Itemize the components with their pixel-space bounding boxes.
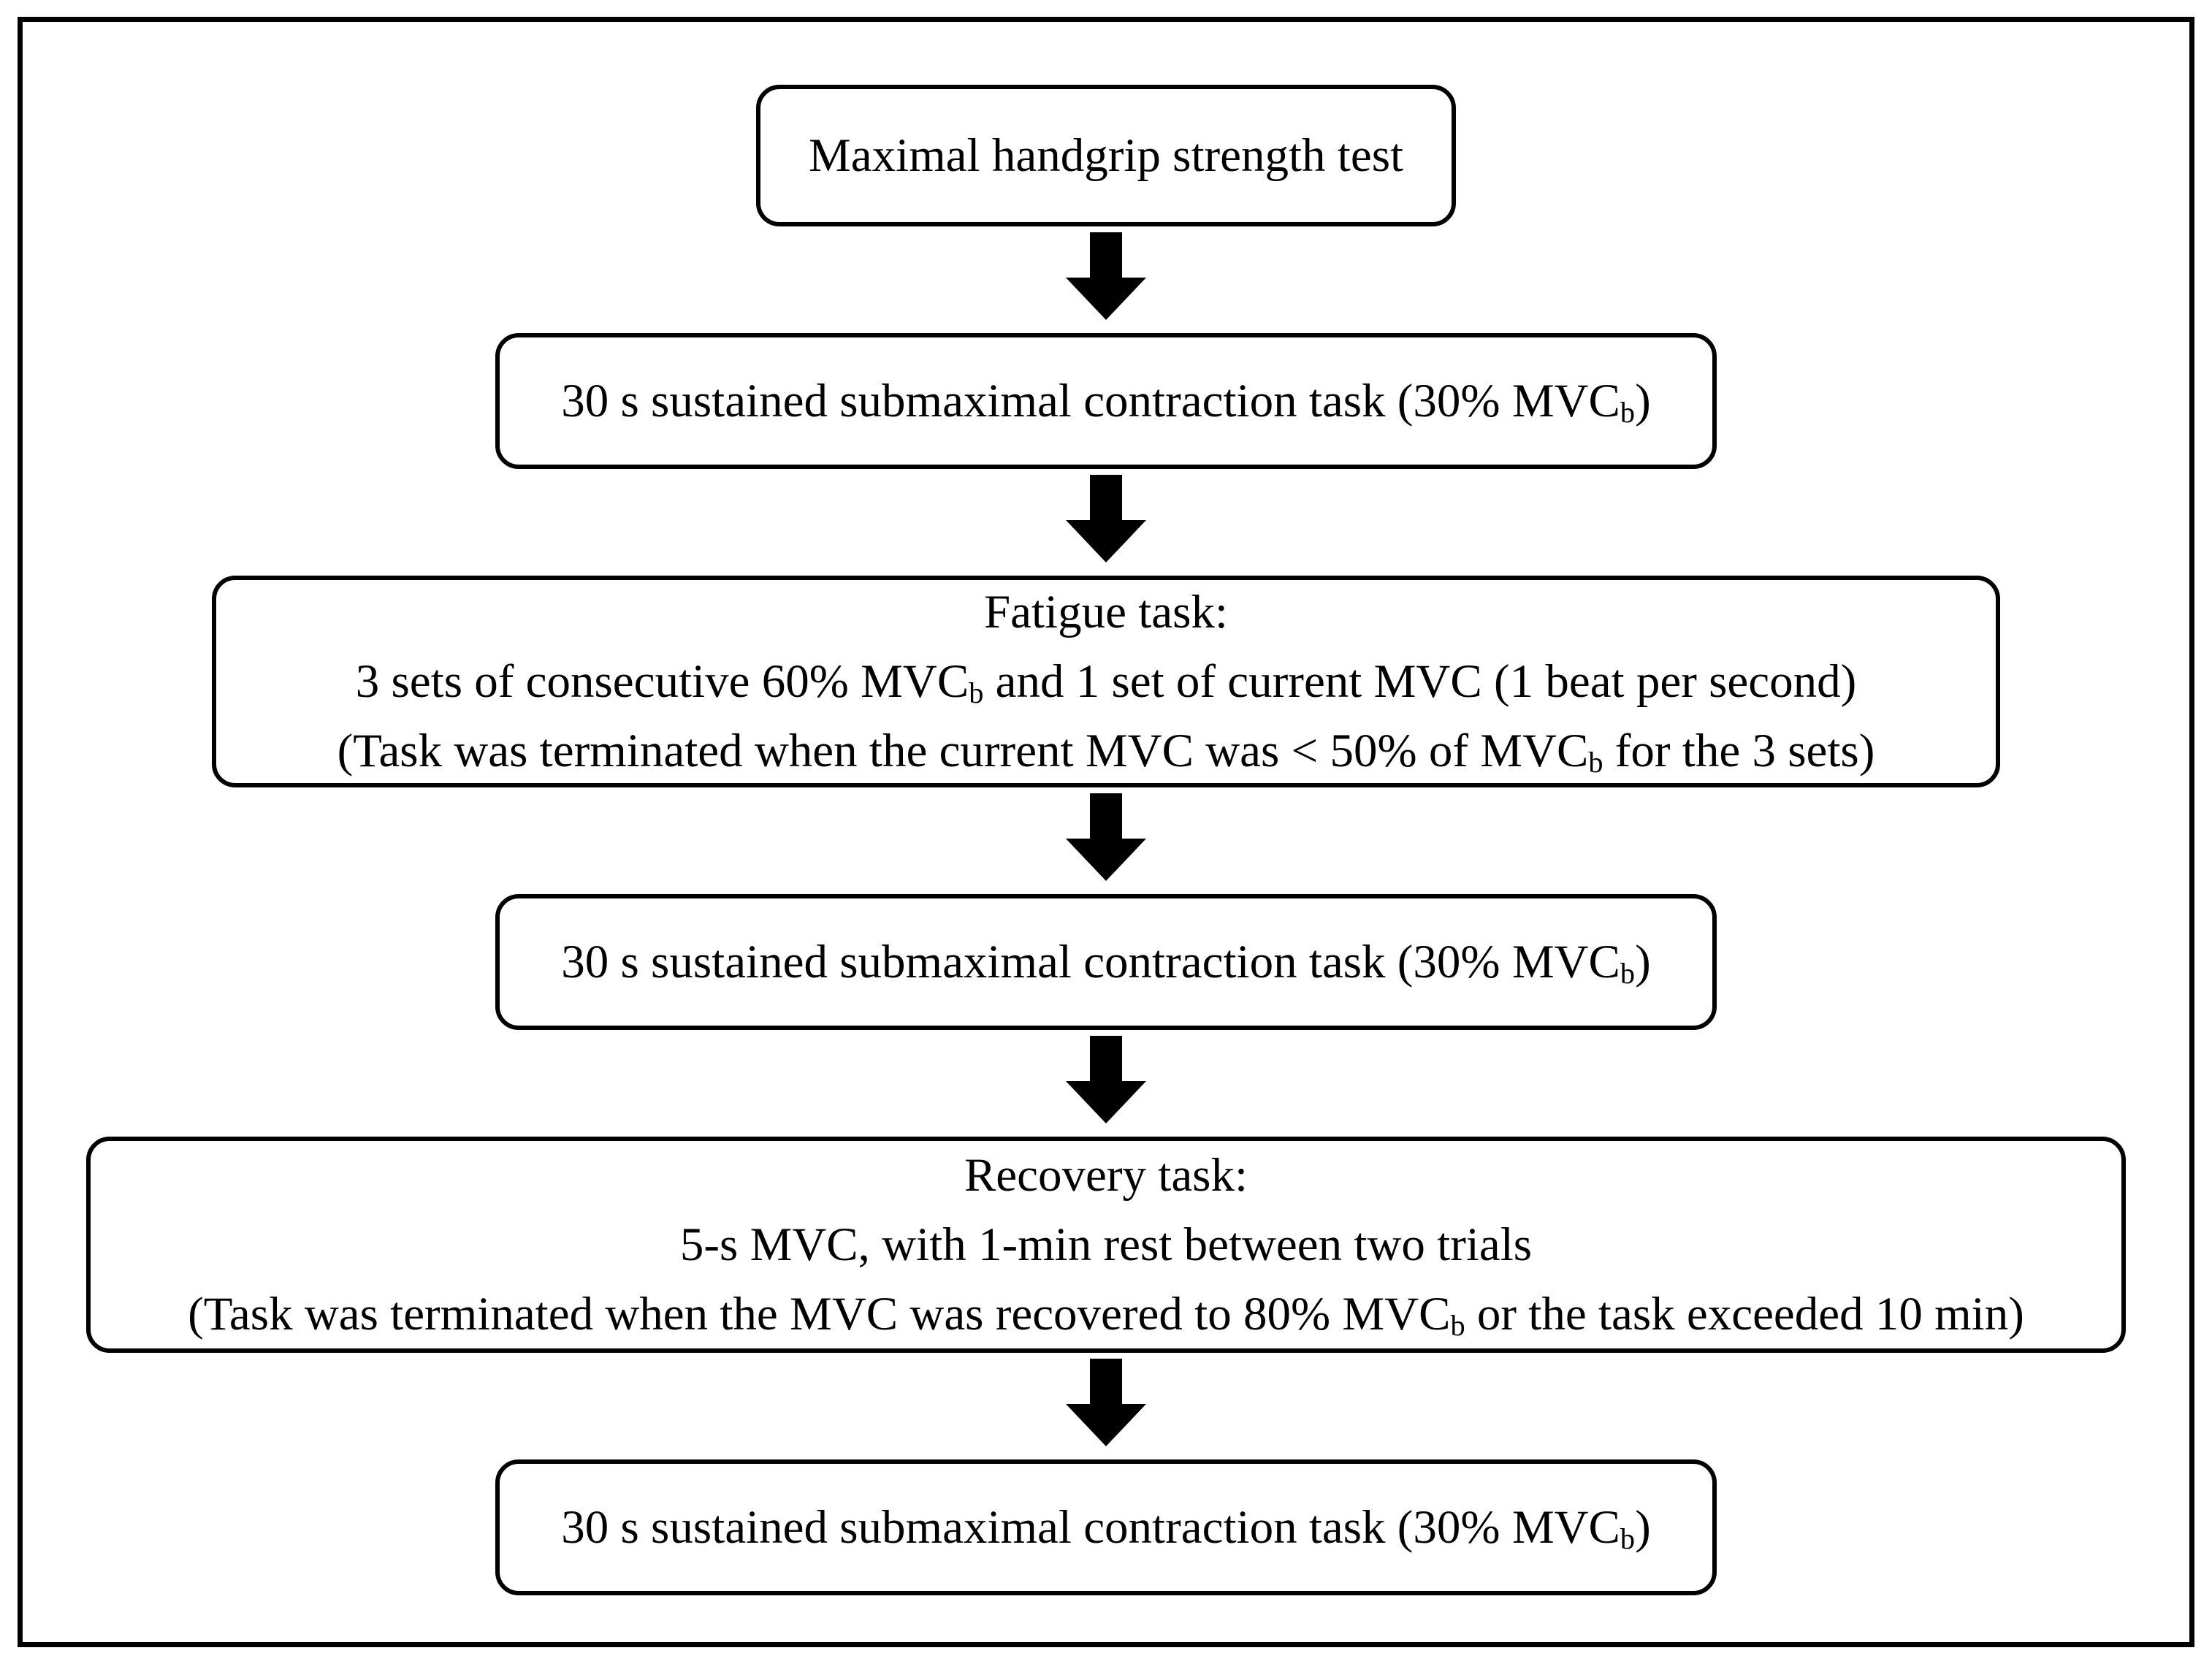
mvc-baseline-subscript: b (969, 676, 984, 710)
step-text-segment: 30 s sustained submaximal contraction ta… (561, 1500, 1620, 1554)
step-text-line: 30 s sustained submaximal contraction ta… (561, 1493, 1650, 1562)
step-text-segment: 30 s sustained submaximal contraction ta… (561, 374, 1620, 427)
step-text-line: 30 s sustained submaximal contraction ta… (561, 928, 1650, 997)
step-text-segment: 30 s sustained submaximal contraction ta… (561, 935, 1620, 988)
step-text-line: 5-s MVC, with 1-min rest between two tri… (679, 1218, 1533, 1271)
step-text-segment: and 1 set of current MVC (1 beat per sec… (983, 654, 1857, 708)
mvc-baseline-subscript: b (1588, 746, 1603, 779)
mvc-baseline-subscript: b (1450, 1309, 1465, 1343)
step-text-segment: or the task exceeded 10 min) (1465, 1287, 2024, 1340)
flow-step-recovery-task: Recovery task: 5-s MVC, with 1-min rest … (86, 1137, 2126, 1353)
step-title-line: Recovery task: (964, 1148, 1248, 1202)
flow-step-submaximal-contraction-baseline: 30 s sustained submaximal contraction ta… (495, 333, 1717, 469)
flow-step-submaximal-contraction-post-recovery: 30 s sustained submaximal contraction ta… (495, 1459, 1717, 1595)
step-text-segment: (Task was terminated when the current MV… (337, 724, 1589, 777)
mvc-baseline-subscript: b (1620, 1522, 1636, 1556)
step-text-segment: for the 3 sets) (1603, 724, 1875, 777)
step-text-segment: ) (1635, 374, 1651, 427)
flow-step-submaximal-contraction-post-fatigue: 30 s sustained submaximal contraction ta… (495, 894, 1717, 1030)
down-arrow-icon (1066, 475, 1146, 562)
step-text-line: 30 s sustained submaximal contraction ta… (561, 367, 1650, 436)
step-text-segment: (Task was terminated when the MVC was re… (188, 1287, 1451, 1340)
step-text-line: (Task was terminated when the MVC was re… (188, 1280, 2024, 1349)
step-text-segment: ) (1635, 935, 1651, 988)
step-text-line: (Task was terminated when the current MV… (337, 717, 1875, 786)
figure-border: Maximal handgrip strength test 30 s sust… (18, 17, 2194, 1647)
step-title-line: Fatigue task: (984, 585, 1228, 638)
step-text-line: Maximal handgrip strength test (808, 129, 1404, 182)
down-arrow-icon (1066, 793, 1146, 881)
flow-step-fatigue-task: Fatigue task: 3 sets of consecutive 60% … (212, 576, 2000, 787)
down-arrow-icon (1066, 1359, 1146, 1446)
mvc-baseline-subscript: b (1620, 957, 1636, 991)
flowchart: Maximal handgrip strength test 30 s sust… (23, 22, 2189, 1595)
down-arrow-icon (1066, 232, 1146, 320)
flow-step-maximal-handgrip-strength-test: Maximal handgrip strength test (756, 85, 1456, 226)
step-text-segment: 3 sets of consecutive 60% MVC (355, 654, 969, 708)
step-text-segment: ) (1635, 1500, 1651, 1554)
down-arrow-icon (1066, 1036, 1146, 1123)
mvc-baseline-subscript: b (1620, 396, 1636, 430)
step-text-line: 3 sets of consecutive 60% MVCb and 1 set… (356, 647, 1857, 717)
